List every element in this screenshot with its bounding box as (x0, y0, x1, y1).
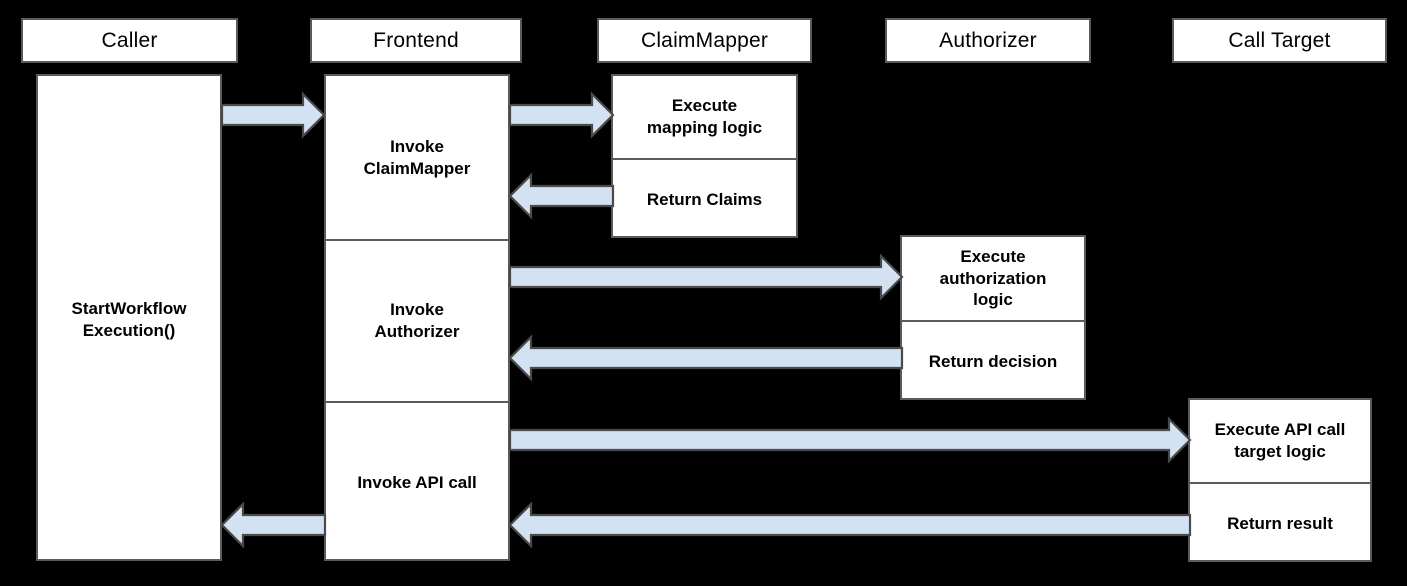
lane-header-authorizer-label: Authorizer (939, 28, 1037, 52)
segment-claimmapper-return: Return Claims (613, 158, 796, 240)
lane-header-calltarget-label: Call Target (1228, 28, 1331, 52)
lane-header-frontend-label: Frontend (373, 28, 459, 52)
lane-header-calltarget: Call Target (1172, 18, 1387, 63)
arrow-frontend-to-authorizer (508, 253, 904, 301)
lane-header-caller-label: Caller (101, 28, 158, 52)
arrow-frontend-to-caller (220, 501, 327, 549)
lane-header-frontend: Frontend (310, 18, 522, 63)
arrow-frontend-to-claimmapper (508, 91, 615, 139)
arrow-authorizer-to-frontend (508, 334, 904, 382)
lane-header-authorizer: Authorizer (885, 18, 1091, 63)
lane-header-claimmapper-label: ClaimMapper (640, 28, 769, 52)
segment-calltarget-return-label: Return result (1227, 514, 1333, 534)
segment-authorizer-return: Return decision (902, 320, 1084, 402)
segment-authorizer-return-label: Return decision (928, 352, 1058, 372)
arrow-claimmapper-to-frontend (508, 172, 615, 220)
arrow-calltarget-to-frontend (508, 501, 1192, 549)
segment-frontend-invoke-api-call: Invoke API call (326, 401, 508, 563)
lane-header-claimmapper: ClaimMapper (597, 18, 812, 63)
segment-frontend-invoke-api-call-label: Invoke API call (357, 473, 477, 493)
arrow-frontend-to-calltarget (508, 416, 1192, 464)
lane-header-caller: Caller (21, 18, 238, 63)
segment-calltarget-return: Return result (1190, 482, 1370, 564)
segment-claimmapper-return-label: Return Claims (646, 190, 763, 210)
arrow-caller-to-frontend (220, 91, 326, 139)
